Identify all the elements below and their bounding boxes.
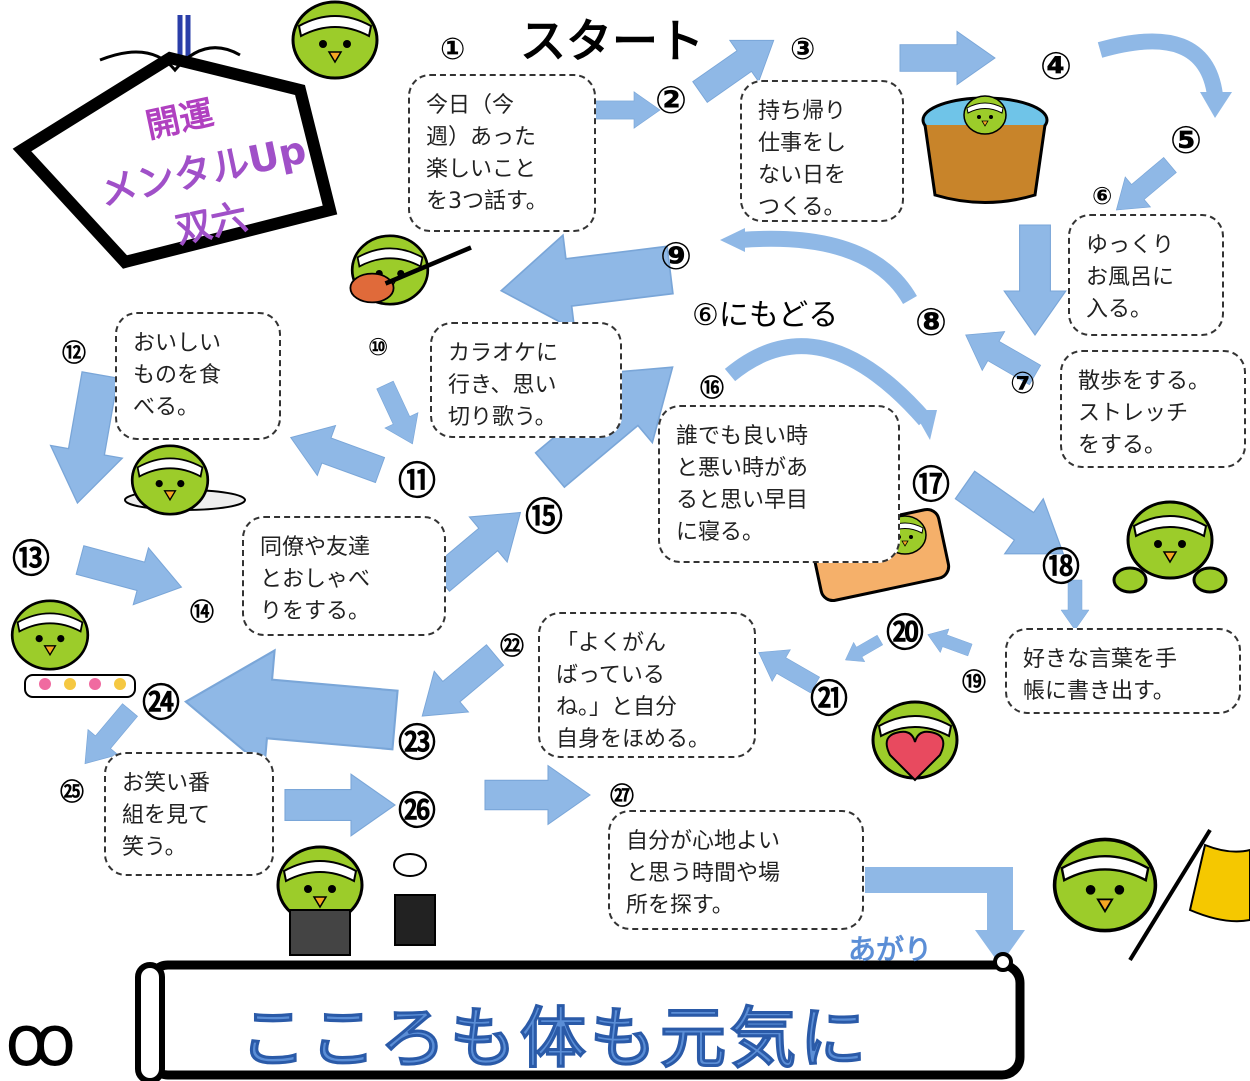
step-3-box: 持ち帰り 仕事をし ない日を つくる。: [740, 80, 904, 222]
step-number-3: ③: [790, 32, 816, 67]
mascot-heart: [871, 700, 959, 782]
goal-banner-text: こころも体も元気に: [240, 1000, 870, 1078]
step-25-box: お笑い番 組を見て 笑う。: [104, 752, 274, 876]
step-number-17: ⑰: [912, 463, 951, 507]
step-22-box: 「よくがん ばっている ね。」と自分 自身をほめる。: [538, 612, 756, 758]
step-number-20: ⑳: [886, 611, 925, 655]
step-number-8: ⑧: [915, 300, 948, 344]
step-number-7: ⑦: [1010, 366, 1036, 401]
mascot-guitar: [349, 234, 472, 306]
step-number-23: ㉓: [398, 721, 437, 765]
step-number-18: ⑱: [1042, 545, 1081, 589]
step-16-box: 誰でも良い時 と悪い時があ ると思い早目 に寝る。: [658, 405, 900, 563]
step-number-1: ①: [440, 32, 466, 67]
step-number-16: ⑯: [700, 374, 724, 402]
step-number-2: ②: [655, 78, 688, 122]
mascot-bath: [921, 95, 1049, 204]
step-number-5: ⑤: [1170, 118, 1203, 162]
step-number-14: ⑭: [190, 598, 214, 626]
step-number-19: ⑲: [962, 668, 986, 696]
step-19-box: 好きな言葉を手 帳に書き出す。: [1005, 628, 1241, 714]
step-number-9: ⑨: [660, 234, 693, 278]
goal-label: あがり: [848, 933, 933, 966]
back-to-6-label: ⑥にもどる: [692, 298, 839, 333]
step-number-24: ㉔: [142, 681, 181, 725]
step-number-22: ㉒: [500, 632, 524, 660]
step-number-6: ⑥: [1092, 182, 1113, 210]
step-6-box: ゆっくり お風呂に 入る。: [1068, 214, 1224, 336]
mascot-dinner: [124, 444, 246, 516]
step-number-26: ㉖: [398, 789, 437, 833]
step-number-10: ⑩: [368, 333, 389, 361]
mascot-watering: [10, 599, 136, 698]
step-number-15: ⑮: [525, 495, 564, 539]
mascot-flag: [1052, 828, 1250, 962]
step-number-21: ㉑: [810, 677, 849, 721]
mascot-sitting: [1112, 500, 1228, 594]
mascot-magician: [276, 845, 436, 956]
start-label: スタート: [520, 14, 704, 68]
mascot-top: [291, 0, 379, 80]
step-14-box: 同僚や友達 とおしゃべ りをする。: [242, 516, 446, 636]
goal-banner-frame: ꝏ: [5, 952, 1025, 1081]
step-number-11: ⑪: [398, 459, 437, 503]
svg-text:ꝏ: ꝏ: [5, 1000, 76, 1081]
path-arrows: [40, 19, 1232, 965]
step-1-box: 今日（今 週）あった 楽しいこと を3つ話す。: [408, 74, 596, 232]
title-sign: [12, 15, 338, 269]
step-7-box: 散歩をする。 ストレッチ をする。: [1060, 350, 1246, 468]
step-12-box: おいしい ものを食 べる。: [115, 312, 281, 440]
step-number-27: ㉗: [610, 782, 634, 810]
step-27-box: 自分が心地よい と思う時間や場 所を探す。: [608, 810, 864, 930]
step-number-13: ⑬: [12, 537, 51, 581]
step-number-12: ⑫: [62, 339, 86, 367]
step-number-25: ㉕: [60, 778, 84, 806]
step-10-box: カラオケに 行き、思い 切り歌う。: [430, 322, 622, 438]
step-number-4: ④: [1040, 44, 1073, 88]
